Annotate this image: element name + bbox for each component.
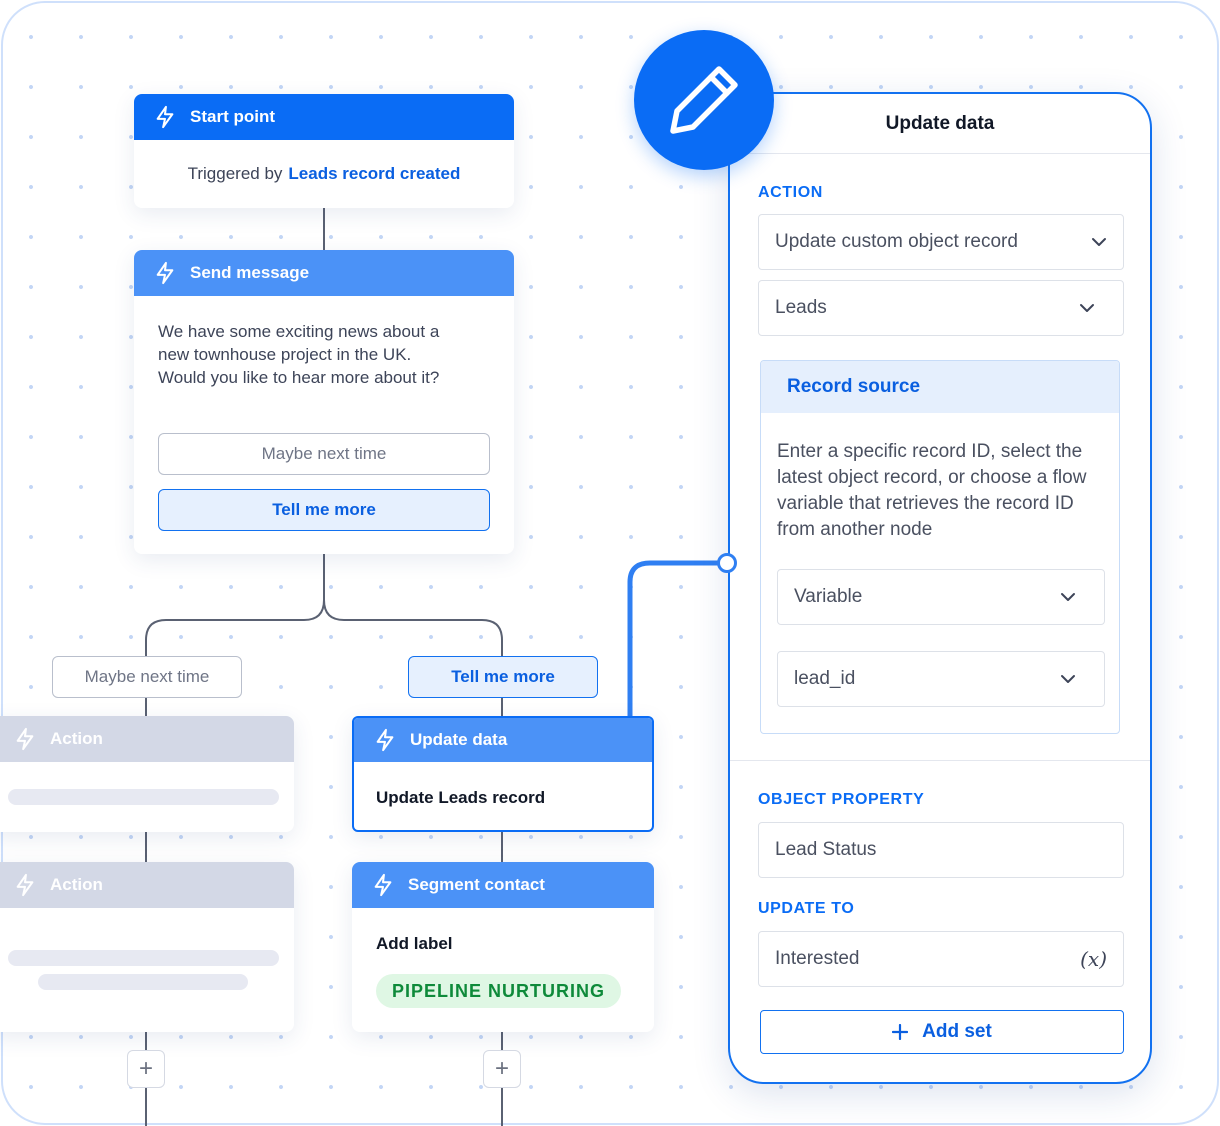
add-label-text: Add label (376, 934, 453, 953)
trigger-link[interactable]: Leads record created (288, 164, 461, 183)
skeleton-line (8, 789, 279, 805)
trigger-prefix: Triggered by (187, 164, 283, 183)
lightning-icon (374, 873, 392, 897)
chevron-down-icon (1092, 238, 1106, 246)
chevron-down-icon (1061, 675, 1075, 683)
panel-title: Update data (730, 94, 1150, 154)
tell-me-more-option[interactable]: Tell me more (158, 489, 490, 531)
record-source-box: Record source Enter a specific record ID… (760, 360, 1120, 734)
update-data-title: Update data (410, 730, 508, 749)
update-to-field[interactable]: Interested (x) (758, 931, 1124, 987)
object-select[interactable]: Leads (758, 280, 1124, 336)
add-set-button[interactable]: Add set (760, 1010, 1124, 1054)
action-card[interactable]: Action (0, 862, 294, 1032)
add-set-label: Add set (922, 1021, 992, 1042)
maybe-next-time-option[interactable]: Maybe next time (158, 433, 490, 475)
update-data-body: Update Leads record (376, 788, 546, 807)
action-title: Action (50, 875, 103, 894)
variable-icon[interactable]: (x) (1080, 947, 1107, 971)
object-property-label: OBJECT PROPERTY (758, 791, 925, 808)
pencil-icon (670, 66, 738, 134)
update-data-panel: Update data ACTION Update custom object … (728, 92, 1152, 1084)
action-select[interactable]: Update custom object record (758, 214, 1124, 270)
chevron-down-icon (1061, 593, 1075, 601)
action-header: Action (0, 862, 294, 908)
add-step-button[interactable]: + (127, 1050, 165, 1088)
send-message-card[interactable]: Send message We have some exciting news … (134, 250, 514, 554)
record-type-select[interactable]: Variable (777, 569, 1105, 625)
record-source-title: Record source (761, 361, 1119, 413)
lightning-icon (156, 261, 174, 285)
send-message-title: Send message (190, 263, 310, 282)
object-property-value: Lead Status (775, 839, 877, 860)
branch-tell-me-more[interactable]: Tell me more (408, 656, 598, 698)
update-data-card[interactable]: Update data Update Leads record (352, 716, 654, 832)
segment-contact-card[interactable]: Segment contact Add label PIPELINE NURTU… (352, 862, 654, 1032)
start-point-title: Start point (190, 107, 275, 126)
object-select-value: Leads (775, 297, 827, 318)
start-point-card[interactable]: Start point Triggered by Leads record cr… (134, 94, 514, 208)
lightning-icon (156, 105, 174, 129)
start-point-header: Start point (134, 94, 514, 140)
branch-maybe-next-time[interactable]: Maybe next time (52, 656, 242, 698)
message-body: We have some exciting news about a new t… (158, 322, 440, 387)
action-select-value: Update custom object record (775, 231, 1018, 252)
action-section-label: ACTION (758, 184, 823, 201)
panel-divider (730, 760, 1150, 761)
lightning-icon (16, 727, 34, 751)
object-property-field[interactable]: Lead Status (758, 822, 1124, 878)
lightning-icon (16, 873, 34, 897)
skeleton-line (8, 950, 279, 966)
chevron-down-icon (1080, 304, 1094, 312)
update-to-label: UPDATE TO (758, 900, 855, 917)
segment-contact-header: Segment contact (352, 862, 654, 908)
plus-icon (892, 1024, 909, 1040)
action-header: Action (0, 716, 294, 762)
edit-badge (634, 30, 774, 170)
action-title: Action (50, 729, 103, 748)
add-step-button[interactable]: + (483, 1050, 521, 1088)
lightning-icon (376, 728, 394, 752)
segment-contact-title: Segment contact (408, 875, 545, 894)
record-source-description: Enter a specific record ID, select the l… (777, 441, 1087, 540)
action-card[interactable]: Action (0, 716, 294, 832)
record-type-value: Variable (794, 586, 863, 607)
connector-handle[interactable] (717, 553, 737, 573)
skeleton-line (38, 974, 248, 990)
pipeline-nurturing-tag: PIPELINE NURTURING (376, 974, 622, 1008)
variable-select-value: lead_id (794, 668, 856, 689)
update-data-header: Update data (354, 718, 652, 762)
variable-select[interactable]: lead_id (777, 651, 1105, 707)
update-to-value: Interested (775, 948, 860, 969)
send-message-header: Send message (134, 250, 514, 296)
